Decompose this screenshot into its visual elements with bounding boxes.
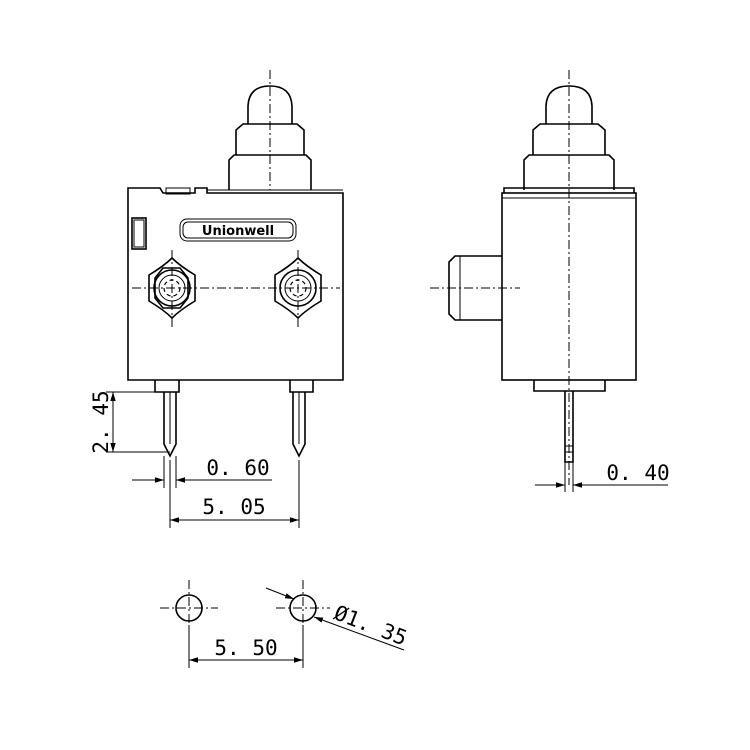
dim-terminal-length-label: 2. 45 <box>89 390 113 453</box>
dim-terminal-pitch: 5. 05 <box>169 460 300 528</box>
dim-terminal-length: 2. 45 <box>89 390 170 454</box>
dim-terminal-thickness: 0. 40 <box>535 461 670 492</box>
front-housing <box>127 187 344 381</box>
brand-logo-text: Unionwell <box>202 224 274 239</box>
dim-terminal-width: 0. 60 <box>132 456 272 488</box>
dim-terminal-thickness-label: 0. 40 <box>606 461 669 485</box>
side-terminal <box>533 380 606 463</box>
dim-hole-diameter: Ø1. 35 <box>265 587 410 651</box>
dim-terminal-pitch-label: 5. 05 <box>202 495 265 519</box>
dim-hole-pitch: 5. 50 <box>188 625 304 668</box>
side-view <box>430 70 637 485</box>
dim-terminal-width-label: 0. 60 <box>206 456 269 480</box>
pcb-hole-layout <box>160 580 330 635</box>
side-housing <box>501 187 637 381</box>
brand-logo: Unionwell <box>179 218 297 242</box>
front-terminals <box>154 380 314 458</box>
dim-hole-diameter-label: Ø1. 35 <box>331 601 410 651</box>
dim-hole-pitch-label: 5. 50 <box>214 636 277 660</box>
front-view: Unionwell <box>127 70 344 458</box>
